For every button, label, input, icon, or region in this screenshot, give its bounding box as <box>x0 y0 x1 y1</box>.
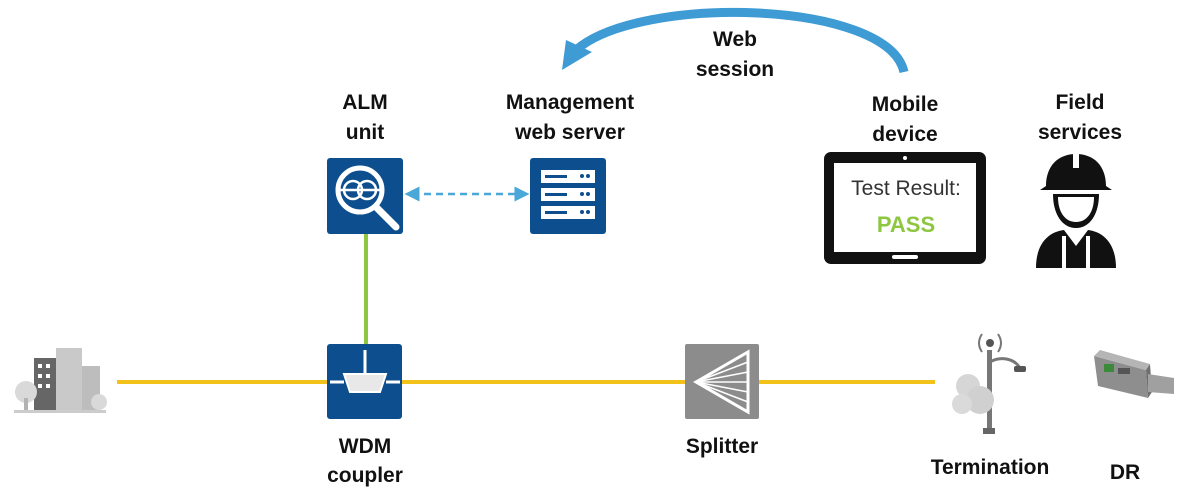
tablet-test-result-text: Test Result: <box>851 177 961 200</box>
field-services-label-line1: Field <box>1055 91 1105 114</box>
splitter-icon <box>685 344 759 419</box>
mgmt-server-label-line1: Management <box>505 91 635 114</box>
worker-icon <box>1036 154 1116 268</box>
dr-label: DR <box>1109 461 1141 484</box>
server-icon <box>530 158 606 234</box>
alm-unit-label-line1: ALM <box>342 91 388 114</box>
web-session-label-line2: session <box>695 58 775 81</box>
dr-module-icon <box>1094 350 1174 398</box>
wdm-coupler-label-line2: coupler <box>327 464 403 487</box>
alm-unit-label-line2: unit <box>345 121 385 144</box>
mgmt-server-label-line2: web server <box>515 121 625 144</box>
web-session-label-line1: Web <box>713 28 757 51</box>
field-services-label-line2: services <box>1037 121 1123 144</box>
termination-label: Termination <box>930 456 1050 479</box>
mobile-device-label-line2: device <box>872 123 938 146</box>
tablet-pass-text: PASS <box>876 212 936 237</box>
mobile-device-label-line1: Mobile <box>871 93 939 116</box>
tablet-icon <box>824 152 986 264</box>
building-icon <box>14 348 107 413</box>
antenna-pole-icon <box>952 333 1026 434</box>
wdm-coupler-icon <box>327 344 402 419</box>
alm-unit-icon <box>327 158 403 234</box>
wdm-coupler-label-line1: WDM <box>338 435 392 458</box>
web-session-arc <box>562 7 909 74</box>
splitter-label: Splitter <box>685 435 759 458</box>
